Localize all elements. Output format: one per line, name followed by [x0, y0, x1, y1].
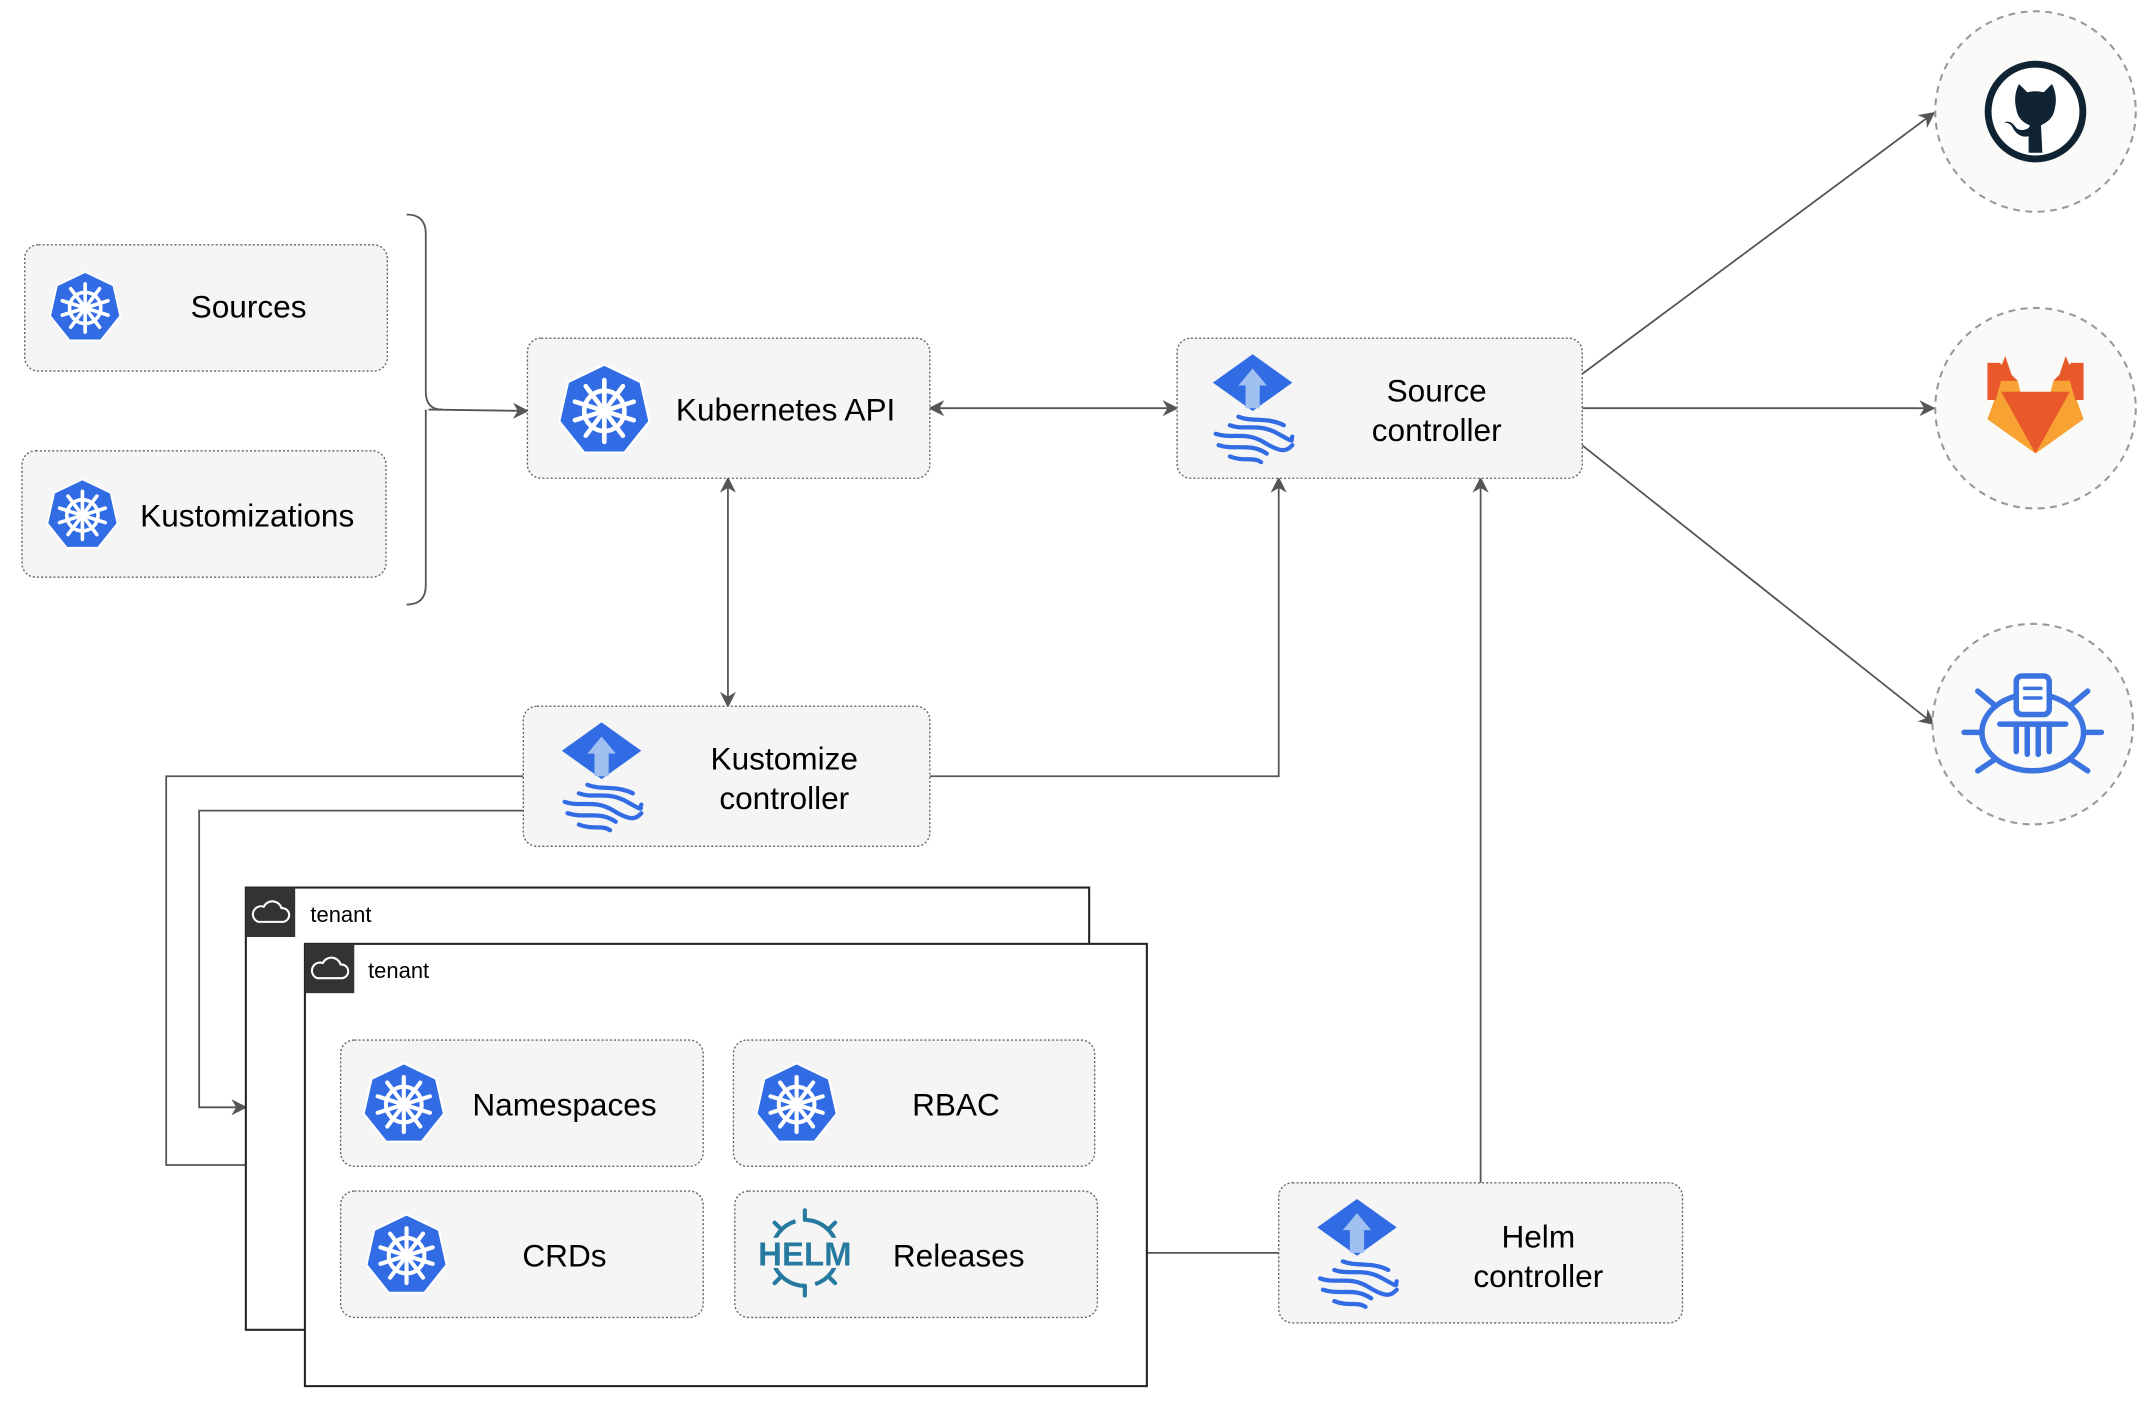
external-gitlab[interactable]	[1934, 306, 2137, 510]
node-label-line2: controller	[1473, 1258, 1603, 1294]
node-releases[interactable]: HELM Releases	[734, 1190, 1099, 1319]
node-label: Kubernetes API	[676, 392, 895, 428]
node-crds[interactable]: CRDs	[339, 1190, 704, 1319]
edge-kustomize-to-source	[929, 476, 1287, 778]
node-label: CRDs	[522, 1238, 606, 1274]
external-github[interactable]	[1934, 10, 2137, 213]
helm-icon: HELM	[758, 1208, 852, 1298]
node-label-line2: controller	[1372, 412, 1502, 448]
node-label-line1: Kustomize	[711, 740, 858, 776]
edge-resources-to-api	[428, 402, 530, 419]
edges	[165, 111, 1936, 1261]
edge-source-to-helm-repo	[1581, 444, 1936, 726]
edge-kustomize-to-tenant-back	[198, 809, 524, 1116]
edge-kustomize-to-tenant-front	[165, 775, 524, 1174]
github-icon	[1984, 60, 2087, 163]
node-label: Sources	[191, 289, 307, 325]
gitlab-icon	[1987, 356, 2084, 454]
node-label-line1: Helm	[1501, 1218, 1575, 1254]
brace	[406, 213, 443, 606]
edge-source-to-github	[1581, 111, 1936, 375]
node-label-line2: controller	[719, 780, 849, 816]
node-source-controller[interactable]: Source controller	[1176, 337, 1583, 479]
node-label: Namespaces	[472, 1087, 656, 1123]
node-kustomize-controller[interactable]: Kustomize controller	[522, 705, 931, 848]
node-label: Kustomizations	[140, 497, 354, 533]
node-label: RBAC	[912, 1087, 1000, 1123]
node-sources[interactable]: Sources	[24, 244, 389, 372]
cloud-icon	[245, 887, 296, 937]
tenant-label: tenant	[310, 902, 371, 927]
node-label-line1: Source	[1387, 372, 1487, 408]
cloud-icon	[304, 943, 355, 994]
node-kustomizations[interactable]: Kustomizations	[21, 450, 387, 578]
tenant-label: tenant	[368, 958, 429, 983]
tenant-front[interactable]: tenant Namespaces RBAC CRDs	[303, 942, 1148, 1388]
external-helm-repository[interactable]	[1931, 622, 2135, 826]
node-label: Releases	[893, 1238, 1025, 1274]
helm-repository-icon	[1961, 673, 2105, 774]
svg-text:HELM: HELM	[758, 1235, 851, 1272]
node-kubernetes-api[interactable]: Kubernetes API	[526, 337, 931, 479]
node-namespaces[interactable]: Namespaces	[339, 1039, 704, 1168]
node-rbac[interactable]: RBAC	[732, 1039, 1096, 1168]
node-helm-controller[interactable]: Helm controller	[1278, 1182, 1684, 1324]
